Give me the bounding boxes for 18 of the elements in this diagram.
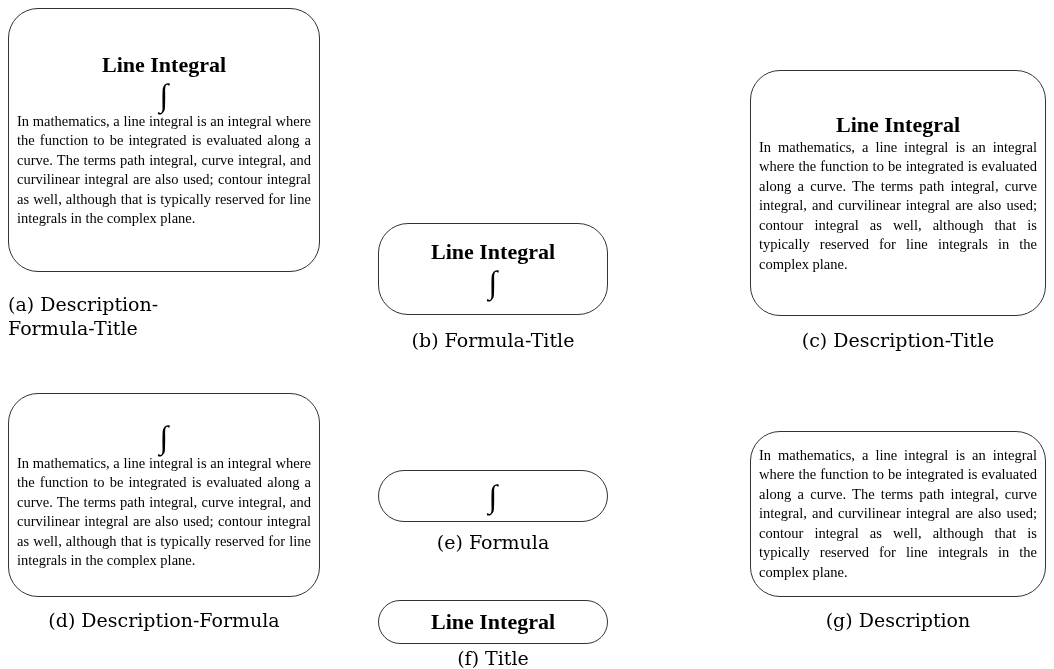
panel-caption: (e) Formula	[435, 530, 551, 554]
title-text: Line Integral	[430, 239, 556, 265]
rounded-box	[8, 8, 320, 272]
panel-caption: (d) Description-Formula	[47, 608, 281, 632]
panel-caption: (g) Description	[824, 608, 972, 632]
description-text: In mathematics, a line integral is an integral where the function to be integrated is evaluated along a curve. The terms path integral, curve integral, and curvilinear integral are also used; contour integral as well, although that is typically reserved for line integrals in the complex plane.	[759, 445, 1037, 582]
panel-caption: (f) Title	[456, 646, 530, 669]
rounded-box	[750, 431, 1046, 597]
panel-caption: (a) Description-Formula-Title	[8, 292, 160, 340]
rounded-box	[378, 223, 608, 315]
description-text: In mathematics, a line integral is an integral where the function to be integrated is evaluated along a curve. The terms path integral, curve integral, and curvilinear integral are also used; contour integral as well, although that is typically reserved for line integrals in the complex plane.	[759, 137, 1037, 274]
title-text: Line Integral	[101, 51, 227, 78]
title-text: Line Integral	[430, 609, 556, 635]
rounded-box	[8, 393, 320, 597]
title-text: Line Integral	[835, 111, 961, 138]
panel-caption: (b) Formula-Title	[410, 328, 576, 352]
panel-caption: (c) Description-Title	[800, 328, 996, 352]
rounded-box	[750, 70, 1046, 316]
